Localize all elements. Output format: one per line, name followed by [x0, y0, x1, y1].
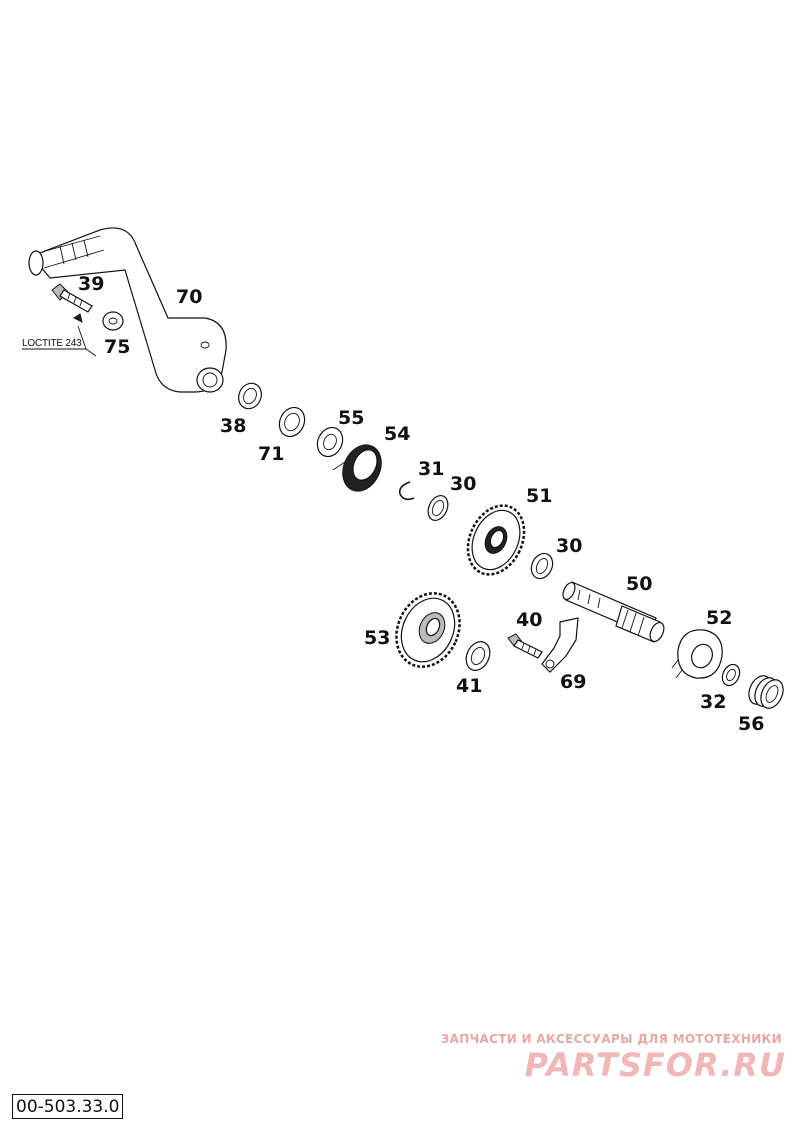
part-label-32: 32: [700, 691, 726, 713]
loctite-leader-line: [22, 325, 97, 357]
part-label-31: 31: [418, 458, 444, 480]
seal-ring-38[interactable]: [235, 380, 266, 413]
part-label-69: 69: [560, 671, 586, 693]
watermark-brand: PARTSFOR.RU: [524, 1046, 786, 1084]
part-label-56: 56: [738, 713, 764, 735]
ratchet-52[interactable]: [671, 629, 723, 679]
loctite-drop-icon: [73, 313, 83, 323]
part-label-52: 52: [706, 607, 732, 629]
thrust-washer-30[interactable]: [424, 492, 451, 523]
part-label-55: 55: [338, 407, 364, 429]
washer-75[interactable]: [102, 311, 124, 331]
circlip-31[interactable]: [398, 481, 415, 501]
screw-40[interactable]: [507, 633, 543, 659]
kick-spring-54[interactable]: [332, 439, 388, 498]
part-label-53: 53: [364, 627, 390, 649]
part-label-40: 40: [516, 609, 542, 631]
ratchet-spring-56[interactable]: [745, 672, 788, 712]
part-label-75: 75: [104, 336, 130, 358]
spring-guide-55[interactable]: [313, 423, 347, 460]
washer-32[interactable]: [719, 662, 743, 689]
part-label-30a: 30: [450, 473, 476, 495]
document-code: 00-503.33.0: [12, 1094, 124, 1119]
kick-gear-51[interactable]: [457, 496, 535, 583]
part-label-70: 70: [176, 286, 202, 308]
part-label-51: 51: [526, 485, 552, 507]
part-label-50: 50: [626, 573, 652, 595]
watermark-tagline: ЗАПЧАСТИ И АКСЕССУАРЫ ДЛЯ МОТОТЕХНИКИ: [440, 1032, 782, 1046]
thrust-washer-30-second[interactable]: [527, 550, 556, 582]
part-label-41: 41: [456, 675, 482, 697]
part-label-38: 38: [220, 415, 246, 437]
part-label-71: 71: [258, 443, 284, 465]
stop-plate-69[interactable]: [541, 617, 579, 673]
part-label-54: 54: [384, 423, 410, 445]
intermediate-gear-53[interactable]: [385, 583, 471, 677]
part-label-39: 39: [78, 273, 104, 295]
bolt-39[interactable]: [51, 283, 93, 313]
loctite-note: LOCTITE 243: [22, 338, 82, 349]
part-label-30b: 30: [556, 535, 582, 557]
washer-41[interactable]: [462, 638, 495, 674]
kick-shaft-50[interactable]: [561, 581, 667, 644]
kick-starter-lever[interactable]: [28, 227, 227, 393]
bushing-71[interactable]: [275, 403, 309, 440]
